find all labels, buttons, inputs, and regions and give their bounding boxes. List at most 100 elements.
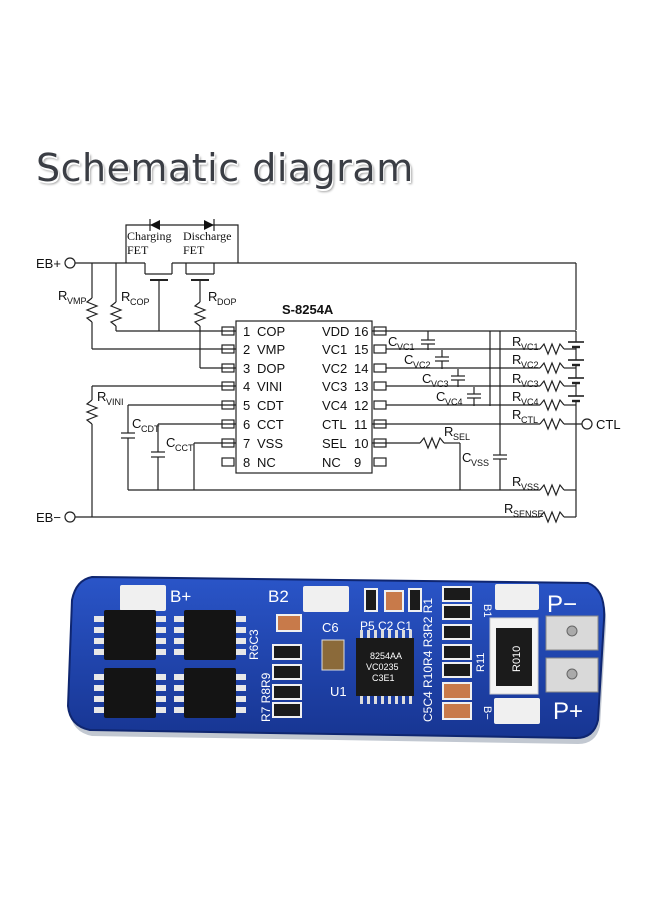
r-vc4-sub: VC4 — [521, 397, 539, 407]
r-sense-label: R — [504, 501, 513, 516]
charging-fet — [144, 263, 173, 327]
c5-r1-label: C5C4 R10R4 R3R2 R1 — [421, 598, 435, 722]
pin-num-6: 6 — [243, 417, 250, 432]
pin-num-14: 14 — [354, 361, 368, 376]
pin-label-2: VMP — [257, 342, 285, 357]
mosfet-chip-3 — [94, 668, 166, 718]
r-cop-label: R — [121, 289, 130, 304]
r-dop-resistor — [193, 301, 207, 327]
pin-num-15: 15 — [354, 342, 368, 357]
discharge-fet-body-diode — [204, 220, 214, 230]
pin-label-13: VC3 — [322, 379, 347, 394]
smd-part-4 — [274, 704, 300, 716]
charging-fet-label-2: FET — [127, 243, 149, 257]
pin-right-9 — [373, 457, 387, 467]
p-minus-pad — [545, 615, 599, 651]
page-title: Schematic diagram — [36, 146, 414, 190]
pin-label-12: VC4 — [322, 398, 347, 413]
r-vss-resistor — [539, 483, 565, 497]
smd-part-11 — [444, 646, 470, 658]
r-vc2-resistor — [539, 361, 565, 375]
pin-num-7: 7 — [243, 436, 250, 451]
pin-label-15: VC1 — [322, 342, 347, 357]
r-vc3-sub: VC3 — [521, 379, 539, 389]
smd-pad-11 — [442, 644, 472, 660]
p-minus-label: P− — [547, 591, 577, 618]
pcb-board — [66, 575, 606, 740]
discharge-fet-label-2: FET — [183, 243, 205, 257]
c-vc2-label: C — [404, 352, 413, 367]
pin-num-11: 11 — [354, 417, 368, 432]
c-vc3-label: C — [422, 371, 431, 386]
u1-marking-3: C3E1 — [372, 673, 395, 683]
pin-right-13 — [373, 381, 387, 391]
ic-s8254a — [235, 320, 373, 474]
smd-pad-2 — [272, 664, 302, 680]
mosfet-chip-4 — [174, 668, 246, 718]
b-minus-label: B− — [481, 706, 493, 720]
r-sel-sub: SEL — [453, 432, 470, 442]
p-plus-label: P+ — [553, 698, 583, 725]
smd-part-3 — [274, 686, 300, 698]
smd-pad-3 — [272, 684, 302, 700]
r-sense-resistor — [539, 510, 565, 524]
eb-minus-label: EB− — [36, 510, 61, 525]
pin-label-8: NC — [257, 455, 276, 470]
pin-label-16: VDD — [322, 324, 349, 339]
r-dop-sub: DOP — [217, 297, 237, 307]
smd-part-1 — [274, 646, 300, 658]
c-vc3-sub: VC3 — [431, 379, 449, 389]
r-sel-label: R — [444, 424, 453, 439]
r-vmp-resistor — [85, 297, 99, 323]
smd-pad-10 — [442, 624, 472, 640]
smd-part-7 — [410, 590, 420, 610]
pin-num-8: 8 — [243, 455, 250, 470]
pin-label-4: VINI — [257, 379, 282, 394]
u1-marking-2: VC0235 — [366, 662, 399, 672]
pin-label-1: COP — [257, 324, 285, 339]
p-plus-pad — [545, 657, 599, 693]
c-vc4-label: C — [436, 389, 445, 404]
pin-num-1: 1 — [243, 324, 250, 339]
r-vc3-label: R — [512, 371, 521, 386]
c-cct-sub: CCT — [175, 443, 194, 453]
r-cop-sub: COP — [130, 297, 150, 307]
r-sel-resistor — [419, 436, 445, 450]
pin-left-2 — [221, 344, 235, 354]
eb-minus-terminal — [64, 511, 76, 523]
pin-num-12: 12 — [354, 398, 368, 413]
pin-num-10: 10 — [354, 436, 368, 451]
discharge-fet — [172, 262, 220, 290]
r-ctl-label: R — [512, 407, 521, 422]
b-plus-label: B+ — [170, 587, 191, 606]
smd-pad-0 — [276, 614, 302, 632]
r-vss-label: R — [512, 474, 521, 489]
pin-left-1 — [221, 326, 235, 336]
smd-part-10 — [444, 626, 470, 638]
mosfet-chip-2 — [174, 610, 246, 660]
u1-label: U1 — [330, 684, 347, 699]
c-vss-label: C — [462, 450, 471, 465]
smd-pad-13 — [442, 682, 472, 700]
c-cdt-label: C — [132, 416, 141, 431]
shunt-resistor — [489, 617, 539, 695]
pin-num-9: 9 — [354, 455, 361, 470]
c-vc1-label: C — [388, 334, 397, 349]
pin-label-6: CCT — [257, 417, 284, 432]
r-vc4-resistor — [539, 398, 565, 412]
smd-part-0 — [278, 616, 300, 630]
shunt-body — [496, 628, 532, 686]
pin-label-5: CDT — [257, 398, 284, 413]
r7-r8-r9-label: R7 R8R9 — [259, 672, 273, 722]
r-vc3-resistor — [539, 379, 565, 393]
r-dop-label: R — [208, 289, 217, 304]
charging-fet-body-diode — [150, 220, 160, 230]
pin-num-13: 13 — [354, 379, 368, 394]
pin-num-4: 4 — [243, 379, 250, 394]
r-vini-sub: VINI — [106, 397, 124, 407]
pin-right-12 — [373, 400, 387, 410]
pin-label-9: NC — [322, 455, 341, 470]
b1-label: B1 — [481, 604, 493, 617]
schematic-diagram: EB+ Charging FET Discharge FET R VMP R C… — [36, 219, 621, 525]
ctl-terminal-label: CTL — [596, 417, 621, 432]
